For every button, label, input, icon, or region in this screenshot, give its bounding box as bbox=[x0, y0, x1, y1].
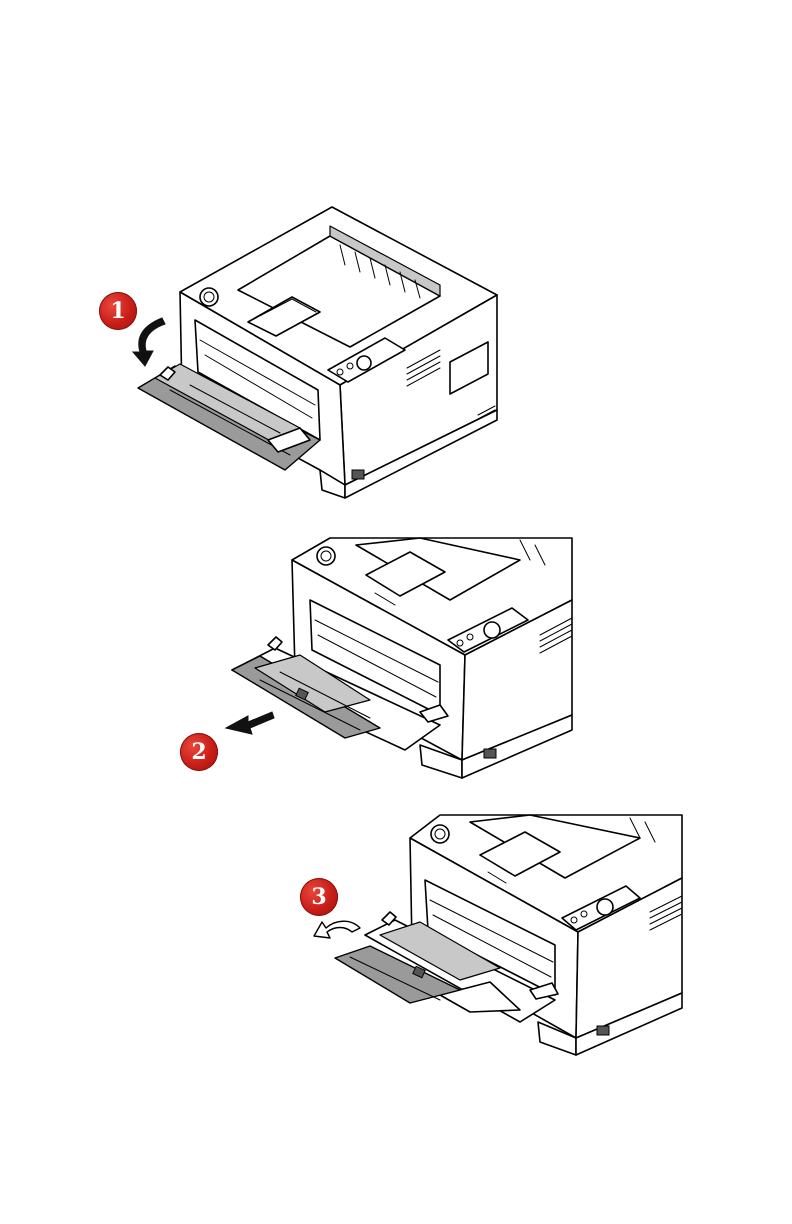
step-1-badge: 1 bbox=[99, 292, 137, 330]
step-2-badge: 2 bbox=[180, 733, 218, 771]
step-3-badge: 3 bbox=[300, 878, 338, 916]
